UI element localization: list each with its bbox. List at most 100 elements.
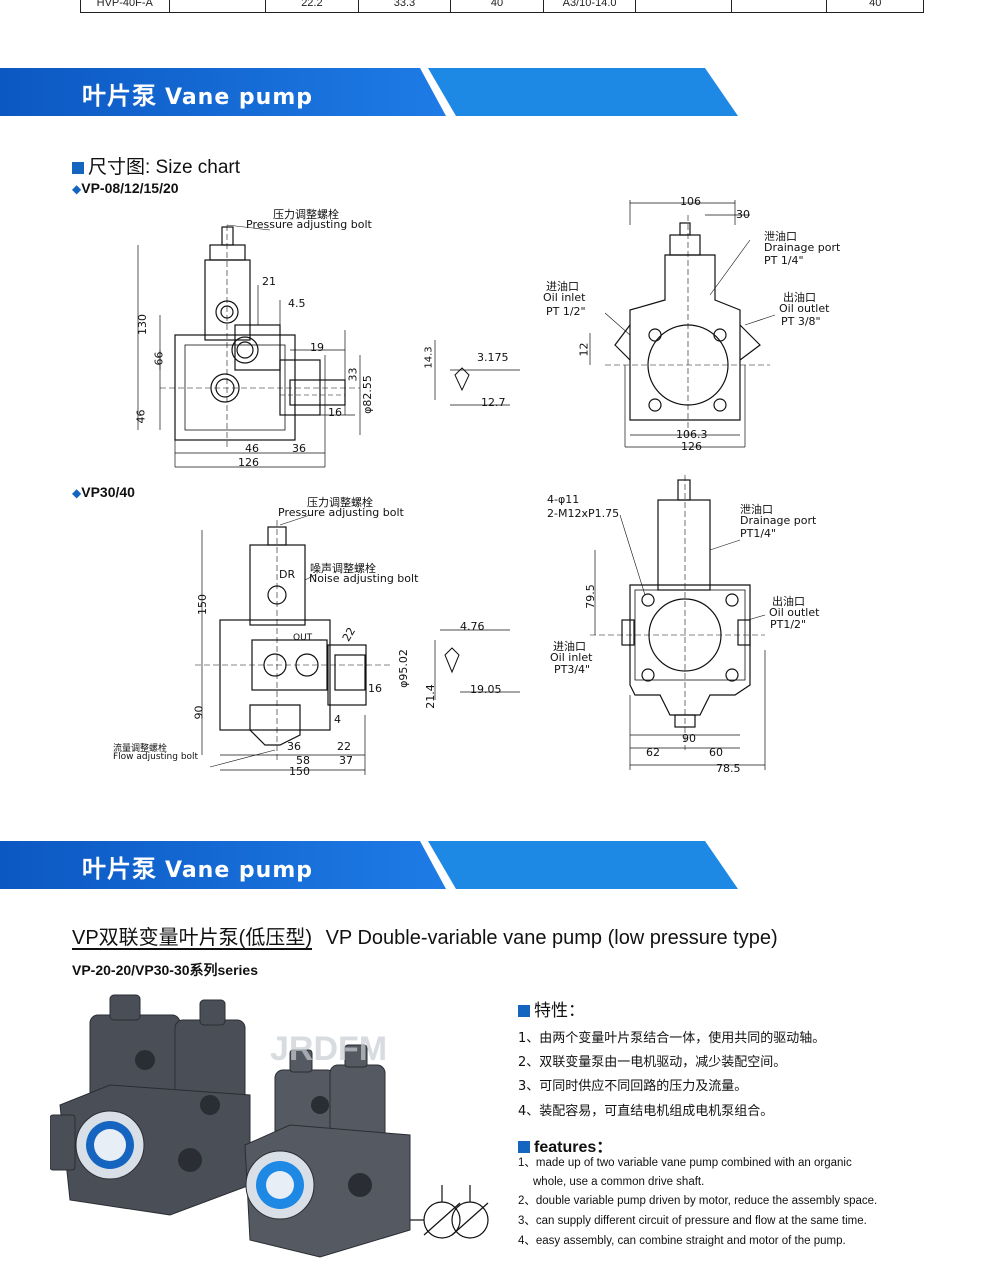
key-height-2: 21.4	[423, 684, 437, 709]
drain-port-label-cn-2: 泄油口	[740, 503, 773, 516]
table-cell: A3/10-14.0	[544, 0, 637, 12]
dim-58: 58	[296, 754, 310, 767]
feature-en-item: whole, use a common drive shaft.	[533, 1176, 705, 1188]
feature-en-item: 2、double variable pump driven by motor, …	[518, 1195, 878, 1207]
pressure-bolt-label-en: Pressure adjusting bolt	[246, 218, 372, 231]
out-label: OUT	[293, 633, 313, 643]
drain-port-pt-2: PT1/4"	[740, 527, 777, 540]
features-cn-heading: 特性：	[518, 996, 585, 1021]
banner-title: 叶片泵 Vane pump	[82, 76, 313, 111]
banner-title-cn: 叶片泵	[82, 82, 157, 110]
pressure-bolt-label-cn-2: 压力调整螺栓	[307, 496, 373, 509]
drawing-vp08-key	[434, 340, 520, 406]
table-cell: 40	[869, 0, 882, 9]
product-photo-pumps: JRDFM	[50, 994, 489, 1258]
feature-cn-item: 2、双联变量泵由一电机驱动，减少装配空间。	[518, 1055, 787, 1070]
square-bullet-icon	[518, 1141, 530, 1153]
banner-title-cn-2: 叶片泵	[82, 855, 157, 883]
square-bullet-icon	[518, 1005, 530, 1017]
product-title-en: VP Double-variable vane pump (low pressu…	[325, 927, 778, 949]
dim-78-5: 78.5	[716, 762, 741, 775]
model-label-2-text: VP30/40	[81, 484, 135, 500]
banner-title-en: Vane pump	[165, 85, 313, 110]
size-chart-heading-text: 尺寸图: Size chart	[88, 157, 241, 178]
dim-16-2: 16	[368, 682, 382, 695]
table-cell	[732, 0, 828, 12]
dim-66: 66	[152, 351, 166, 366]
dim-150-bottom: 150	[289, 765, 310, 778]
dim-90-front: 90	[682, 732, 696, 745]
drain-port-label-cn: 泄油口	[764, 230, 797, 243]
feature-cn-item: 4、装配容易，可直结电机组成电机泵组合。	[518, 1104, 774, 1119]
square-bullet-icon	[72, 162, 84, 174]
feature-en-item: 4、easy assembly, can combine straight an…	[518, 1235, 846, 1247]
key-height: 14.3	[423, 346, 435, 369]
watermark-logo: JRDFM	[270, 1030, 387, 1068]
dim-126: 126	[238, 456, 259, 469]
features-en-heading: features：	[518, 1133, 612, 1157]
oil-outlet-label-cn: 出油口	[783, 291, 816, 304]
table-cell: HVP-40F-A	[81, 0, 170, 12]
diamond-bullet-icon: ◆	[72, 182, 82, 196]
table-cell: 40	[451, 0, 544, 12]
drain-port-pt: PT 1/4"	[764, 254, 804, 267]
pressure-bolt-label-cn: 压力调整螺栓	[273, 208, 339, 221]
noise-bolt-label-en: Noise adjusting bolt	[309, 572, 419, 585]
drawing-vp30-side	[195, 514, 390, 775]
oil-inlet-label-cn-2: 进油口	[553, 640, 586, 653]
drawing-vp08-side	[137, 224, 361, 468]
table-cell	[170, 0, 267, 12]
dim-19: 19	[310, 341, 324, 354]
feature-cn-item: 1、由两个变量叶片泵结合一体，使用共同的驱动轴。	[518, 1031, 826, 1046]
top-table-remnant: HVP-40F-A 22.2 33.3 40 A3/10-14.0 40	[80, 0, 924, 13]
banner-shape	[0, 68, 738, 116]
dim-90: 90	[192, 705, 206, 720]
dim-4: 4	[334, 713, 341, 726]
feature-cn-item: 3、可同时供应不同回路的压力及流量。	[518, 1079, 748, 1094]
oil-outlet-pt: PT 3/8"	[781, 315, 821, 328]
oil-outlet-label-cn-2: 出油口	[772, 595, 805, 608]
dim-22-bottom: 22	[337, 740, 351, 753]
flow-bolt-label-cn: 流量调整螺栓	[113, 744, 168, 754]
banner-title-en-2: Vane pump	[165, 858, 313, 883]
dim-106-3: 106.3	[676, 428, 708, 441]
oil-inlet-pt: PT 1/2"	[546, 305, 586, 318]
drawing-vp08-front	[589, 200, 776, 448]
product-title: VP双联变量叶片泵(低压型) VP Double-variable vane p…	[72, 921, 778, 950]
key-width: 3.175	[477, 351, 509, 364]
dim-21: 21	[262, 275, 276, 288]
table-cell	[636, 0, 732, 12]
oil-outlet-label-en: Oil outlet	[779, 302, 830, 315]
dim-62: 62	[646, 746, 660, 759]
dim-46-bottom: 46	[245, 442, 259, 455]
oil-inlet-label-cn: 进油口	[546, 280, 579, 293]
dim-79-5: 79.5	[583, 584, 597, 609]
dim-46: 46	[134, 409, 148, 424]
model-label-2: ◆VP30/40	[72, 484, 135, 500]
oil-outlet-label-en-2: Oil outlet	[769, 606, 820, 619]
table-cell: 33.3	[359, 0, 452, 12]
noise-bolt-label-cn: 噪声调整螺栓	[310, 562, 376, 575]
dim-106: 106	[680, 195, 701, 208]
dim-12: 12	[577, 342, 591, 357]
oil-outlet-pt-2: PT1/2"	[770, 618, 807, 631]
dim-30: 30	[736, 208, 750, 221]
section-banner-2: 叶片泵 Vane pump	[0, 841, 990, 889]
features-cn-heading-text: 特性：	[534, 1001, 585, 1020]
dim-37: 37	[339, 754, 353, 767]
key-diameter-2: 19.05	[470, 683, 502, 696]
dim-36-2: 36	[287, 740, 301, 753]
dr-label: DR	[279, 568, 296, 581]
product-title-cn: VP双联变量叶片泵(低压型)	[72, 927, 312, 949]
thread-label: 2-M12xP1.75	[547, 507, 620, 520]
drawing-vp30-front	[590, 475, 766, 770]
dim-16: 16	[328, 406, 342, 419]
flow-bolt-label-en: Flow adjusting bolt	[113, 752, 199, 762]
feature-en-item: 1、made up of two variable vane pump comb…	[518, 1157, 852, 1169]
features-en-heading-text: features：	[534, 1139, 613, 1156]
series-label: VP-20-20/VP30-30系列series	[72, 962, 258, 978]
dim-150: 150	[196, 594, 209, 615]
oil-inlet-label-en-2: Oil inlet	[550, 651, 593, 664]
key-diameter: 12.7	[481, 396, 506, 409]
dim-33: 33	[346, 367, 360, 382]
